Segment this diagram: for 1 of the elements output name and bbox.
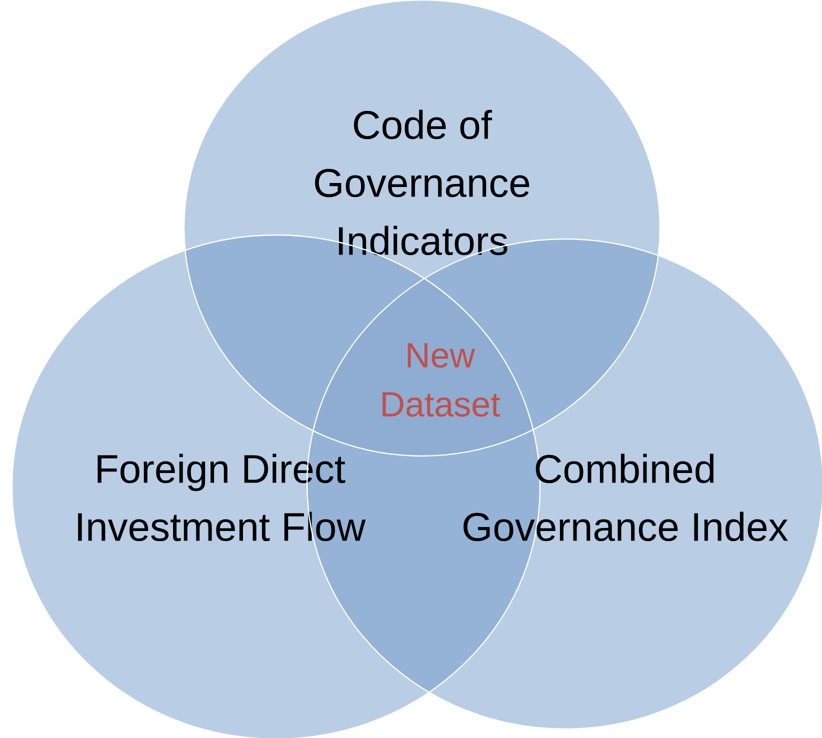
center-label: New Dataset xyxy=(382,343,500,417)
